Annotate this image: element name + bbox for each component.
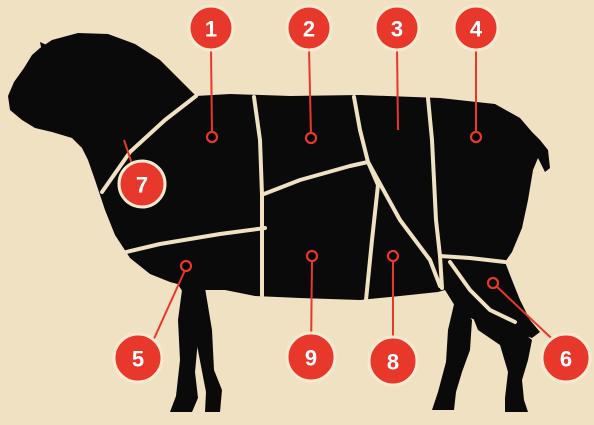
marker-5: 5 [114,334,162,382]
anchor-6 [488,278,498,288]
marker-7: 7 [119,161,165,207]
marker-2: 2 [287,6,331,50]
marker-4: 4 [454,6,498,50]
anchor-4 [471,132,481,142]
sheep-silhouette [8,33,550,412]
marker-6: 6 [542,334,590,382]
marker-8: 8 [369,337,417,385]
leader-3 [397,48,398,130]
marker-7-label: 7 [136,173,148,198]
marker-1: 1 [189,6,233,50]
anchor-8 [388,251,398,261]
leader-1 [211,48,212,135]
marker-9: 9 [287,333,335,381]
marker-4-label: 4 [470,17,483,42]
marker-2-label: 2 [303,17,315,42]
marker-5-label: 5 [132,347,144,372]
anchor-5 [181,261,191,271]
sheep-body [8,33,550,338]
anchor-1 [207,132,217,142]
anchor-2 [306,133,316,143]
marker-1-label: 1 [205,17,217,42]
anchor-9 [307,251,317,261]
marker-3: 3 [375,6,419,50]
marker-3-label: 3 [391,17,403,42]
marker-9-label: 9 [305,346,317,371]
marker-6-label: 6 [560,347,572,372]
front-leg-far [170,290,200,412]
marker-8-label: 8 [387,350,399,375]
back-leg-far [432,300,472,410]
